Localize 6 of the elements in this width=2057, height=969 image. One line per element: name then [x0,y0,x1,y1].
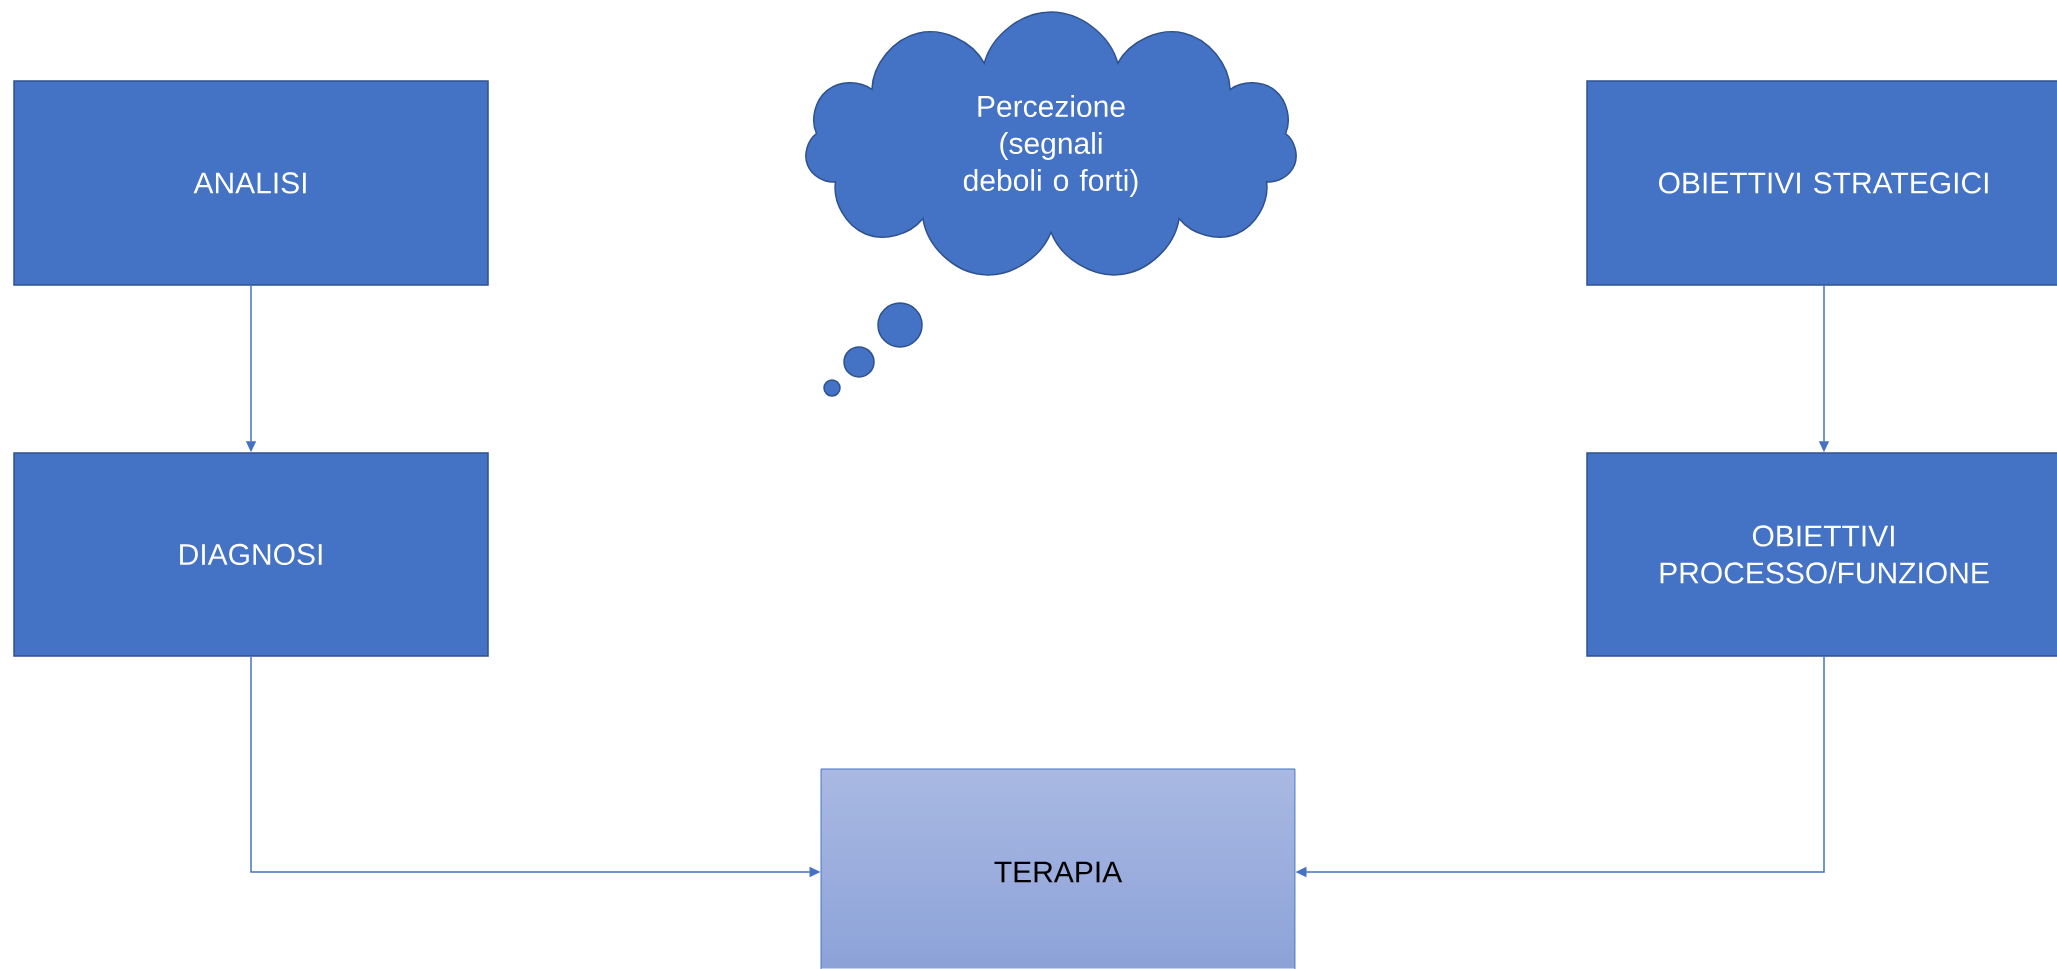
process-box: OBIETTIVI PROCESSO/FUNZIONE [1586,452,2057,657]
process-box: ANALISI [13,80,489,286]
thought-cloud: Percezione (segnali deboli o forti) [805,11,1297,276]
process-box: DIAGNOSI [13,452,489,657]
process-box: OBIETTIVI STRATEGICI [1586,80,2057,286]
result-box: TERAPIA [820,768,1296,969]
